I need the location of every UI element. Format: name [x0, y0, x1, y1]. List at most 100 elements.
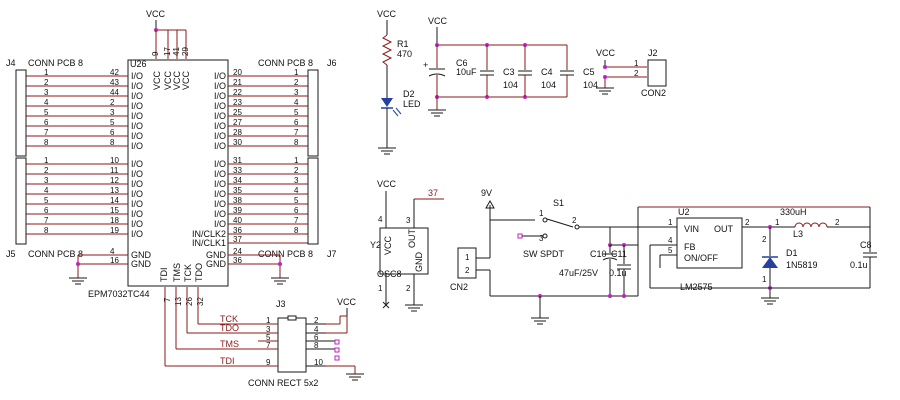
u26-tck-label: TCK — [183, 264, 193, 282]
u2-pin: 1 — [668, 218, 673, 227]
u26-gnd-left — [69, 254, 128, 285]
connector-pin-number: 4 — [44, 98, 49, 107]
u26-left-pin-label: I/O — [131, 229, 143, 239]
u26-left-pin-label: GND — [131, 250, 152, 260]
net-tms: TMS — [220, 339, 239, 349]
connector-pin-number: 5 — [294, 196, 299, 205]
u26-right-pin-number: 28 — [233, 128, 242, 137]
u26-vcc-pin: 17 — [163, 47, 172, 56]
u26-vcc-pin: 41 — [172, 47, 181, 56]
u26-left-pin-label: I/O — [131, 81, 143, 91]
u26-left-pin-label: I/O — [131, 209, 143, 219]
u26-vcc-pin: 29 — [181, 47, 190, 56]
u26-body — [127, 59, 229, 287]
u26-left-pin-label: I/O — [131, 159, 143, 169]
u2-part: LM2575 — [680, 282, 713, 292]
connector-pin-number: 1 — [44, 156, 49, 165]
y2-gnd-label: GND — [414, 252, 424, 273]
u26-right-pin-label: I/O — [214, 209, 226, 219]
j4-name: CONN PCB 8 — [28, 58, 83, 68]
j2-name: CON2 — [641, 88, 666, 98]
connector-pin-number: 7 — [294, 128, 299, 137]
j3-right-pin: 2 — [314, 316, 319, 325]
j7-ref: J7 — [327, 249, 337, 259]
svg-text:VCC: VCC — [152, 70, 162, 90]
svg-text:VCC: VCC — [172, 70, 182, 90]
y2-net: 37 — [428, 188, 438, 198]
j6-ref: J6 — [327, 58, 337, 68]
u26-right-pin-label: I/O — [214, 81, 226, 91]
s1-pin: 3 — [539, 234, 544, 243]
caps-vcc-label: VCC — [428, 16, 448, 26]
cn2-ref: CN2 — [450, 282, 468, 292]
u26-right-pin-number: 27 — [233, 118, 242, 127]
s1-pin: 2 — [572, 216, 577, 225]
u26-right-pin-number: 39 — [233, 206, 242, 215]
u26-left-pin-number: 14 — [110, 196, 119, 205]
connector-pin-number: 2 — [44, 78, 49, 87]
l3-ref: L3 — [793, 229, 803, 239]
u26-tdo-label: TDO — [194, 263, 204, 282]
svg-text:+: + — [423, 60, 428, 70]
u26-bottom-pin: 32 — [196, 297, 205, 306]
u26-left-pin-number: 43 — [110, 78, 119, 87]
cn2-pin: 1 — [465, 253, 470, 262]
u26-right-pin-number: 30 — [233, 138, 242, 147]
c10-ref: C10 — [590, 249, 607, 259]
r1-ref: R1 — [397, 39, 409, 49]
connector-pin-number: 3 — [44, 176, 49, 185]
u26-right-pin-number: 24 — [233, 247, 242, 256]
u26-left-pin-label: I/O — [131, 131, 143, 141]
connector-pin-number: 5 — [44, 196, 49, 205]
u26-left-pin-number: 44 — [110, 88, 119, 97]
u26-right-pin-number: 36 — [233, 226, 242, 235]
c3-ref: C3 — [503, 67, 515, 77]
cn2-pin: 2 — [465, 266, 470, 275]
u26-right-pin-label: I/O — [214, 179, 226, 189]
j3-right-pin: 10 — [314, 358, 323, 367]
c4-value: 104 — [541, 80, 556, 90]
u26-right-pin-number: 25 — [233, 108, 242, 117]
u26-left-pin-number: 10 — [110, 156, 119, 165]
u26-left-pin-number: 2 — [110, 98, 115, 107]
u26-right-pin-number: 36 — [233, 256, 242, 265]
r1-value: 470 — [397, 49, 412, 59]
u26-left-pin-number: 13 — [110, 186, 119, 195]
j5-name: CONN PCB 8 — [28, 249, 83, 259]
u26-right-pin-number: 38 — [233, 196, 242, 205]
c11-value: 0.1u — [609, 268, 627, 278]
u26-right-pin-number: 33 — [233, 166, 242, 175]
connector-pin-number: 1 — [44, 68, 49, 77]
u26-right-pin-label: I/O — [214, 121, 226, 131]
u26-right-pin-label: I/O — [214, 71, 226, 81]
u26-right-pin-label: I/O — [214, 199, 226, 209]
j6-name: CONN PCB 8 — [258, 58, 313, 68]
u26-right-pin-label: I/O — [214, 91, 226, 101]
connector-pin-number: 5 — [44, 108, 49, 117]
y2-vcc-pin-label: VCC — [383, 235, 393, 255]
u26-right-pin-label: IN/CLK2 — [192, 229, 226, 239]
u26-right-pin-label: I/O — [214, 131, 226, 141]
connector-pin-number: 6 — [44, 206, 49, 215]
s1-ref: S1 — [553, 198, 564, 208]
svg-text:VCC: VCC — [181, 70, 191, 90]
d2-ref: D2 — [403, 89, 415, 99]
u26-left-pin-label: I/O — [131, 111, 143, 121]
connector-pin-number: 2 — [294, 166, 299, 175]
j7-name: CONN PCB 8 — [258, 249, 313, 259]
u26-right-pin-number: 31 — [233, 156, 242, 165]
y2-vcc-label: VCC — [377, 179, 397, 189]
u26-left-pin-number: 3 — [110, 108, 115, 117]
power-supply: 1 2 CN2 9V S1 1 2 3 SW SPDT C10 47u — [450, 188, 877, 325]
l3-value: 330uH — [780, 207, 807, 217]
u26-left-pin-number: 5 — [110, 118, 115, 127]
u26-left-pin-label: I/O — [131, 101, 143, 111]
u26-right-pin-number: 21 — [233, 78, 242, 87]
c3-value: 104 — [503, 80, 518, 90]
connector-pin-number: 4 — [294, 98, 299, 107]
connector-pin-number: 8 — [44, 138, 49, 147]
u26-right-pin-label: I/O — [214, 169, 226, 179]
